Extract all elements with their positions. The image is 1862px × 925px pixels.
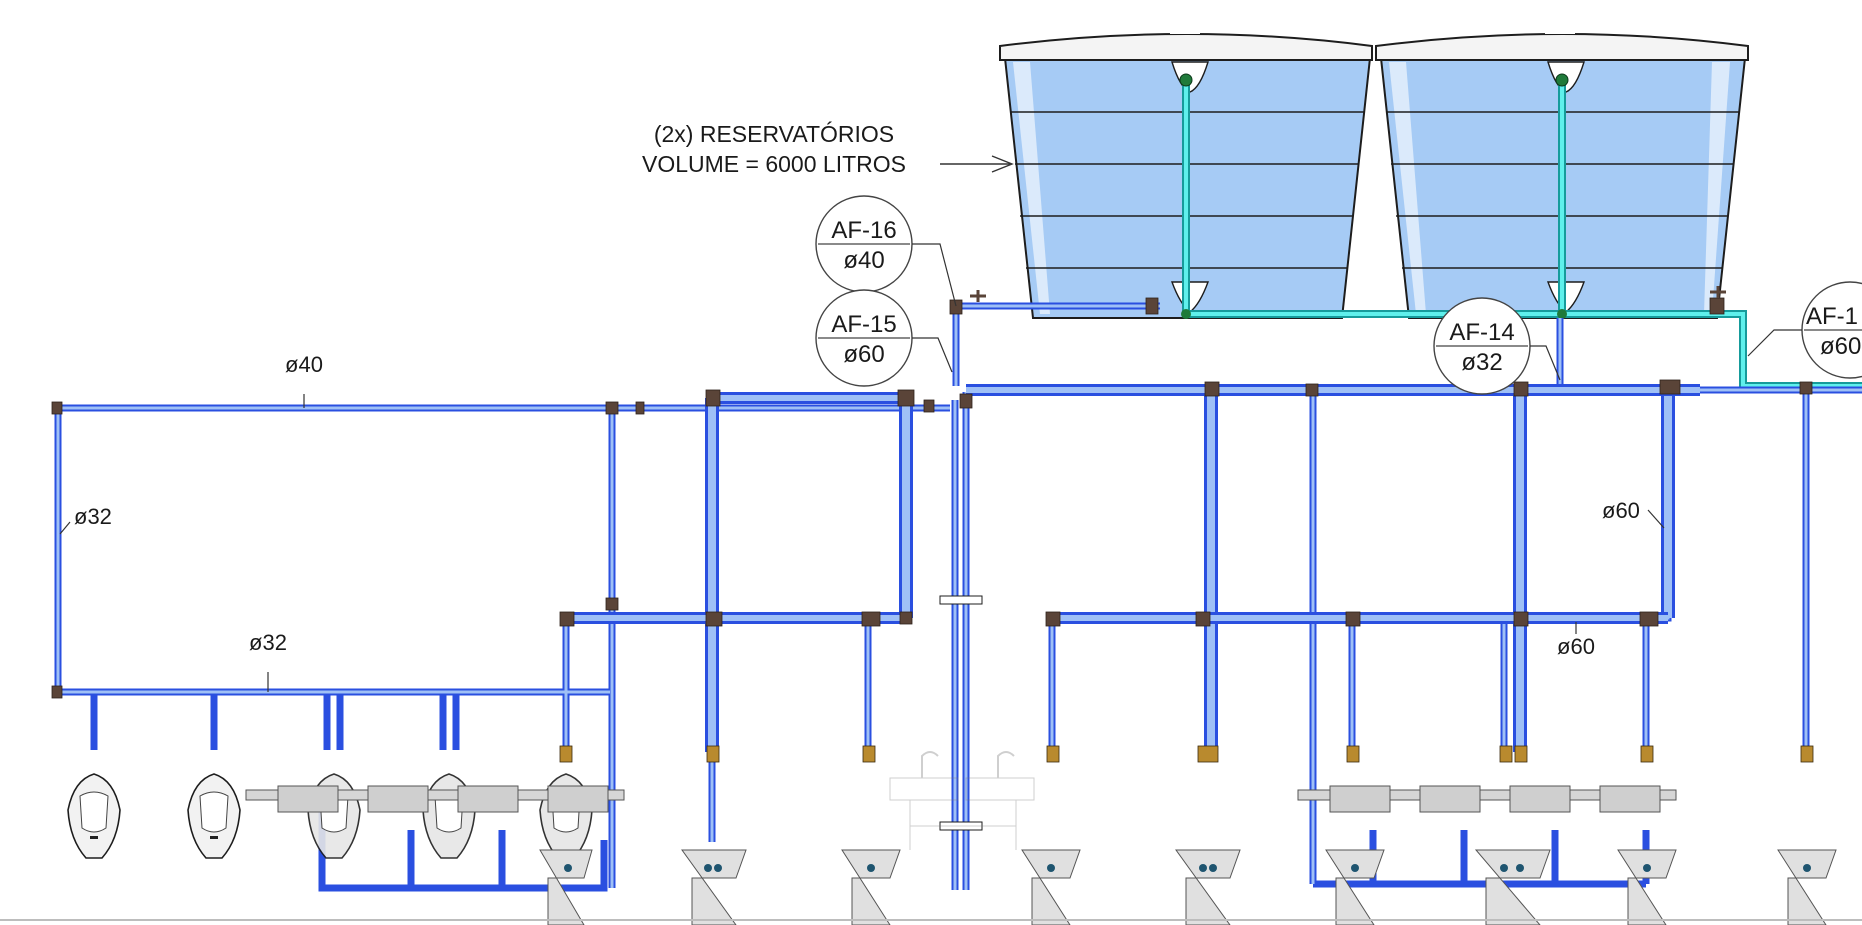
reservoir-note: (2x) RESERVATÓRIOS VOLUME = 6000 LITROS bbox=[642, 121, 1014, 177]
label-left-vertical: ø32 bbox=[74, 504, 112, 529]
toilet bbox=[1617, 849, 1677, 925]
pipe-diameter-labels: ø40 ø32 ø32 ø60 ø60 bbox=[59, 352, 1665, 692]
toilet bbox=[1325, 849, 1385, 925]
tag-id: AF-1 bbox=[1806, 303, 1858, 330]
toilet bbox=[1474, 849, 1551, 925]
urinal-1 bbox=[67, 773, 121, 859]
tag-diameter: ø32 bbox=[1461, 349, 1502, 376]
tag-id: AF-16 bbox=[831, 217, 896, 244]
toilet bbox=[539, 849, 593, 925]
sink-counter-right bbox=[1297, 785, 1677, 813]
reservoir-note-line2: VOLUME = 6000 LITROS bbox=[642, 151, 906, 177]
label-right-vertical: ø60 bbox=[1602, 498, 1640, 523]
tag-diameter: ø60 bbox=[1820, 333, 1861, 360]
tag-diameter: ø40 bbox=[843, 247, 884, 274]
pipe-tag-af-16: AF-16 ø40 bbox=[815, 195, 957, 307]
toilets bbox=[539, 849, 1837, 925]
tag-id: AF-15 bbox=[831, 311, 896, 338]
pipe-tag-af-14: AF-14 ø32 bbox=[1433, 297, 1561, 395]
tag-id: AF-14 bbox=[1449, 319, 1514, 346]
pipe-fittings bbox=[51, 286, 1814, 831]
label-urinal-branch: ø32 bbox=[249, 630, 287, 655]
pipe-tag-af-1: AF-1 ø60 bbox=[1747, 281, 1862, 379]
toilet bbox=[841, 849, 901, 925]
label-right-horizontal: ø60 bbox=[1557, 634, 1595, 659]
tag-diameter: ø60 bbox=[843, 341, 884, 368]
toilet bbox=[1777, 849, 1837, 925]
sink-counter-left bbox=[245, 785, 625, 813]
reservoir-note-line1: (2x) RESERVATÓRIOS bbox=[654, 121, 894, 147]
urinal-2 bbox=[187, 773, 241, 859]
toilet bbox=[681, 849, 747, 925]
pipe-tag-af-15: AF-15 ø60 bbox=[815, 289, 953, 387]
toilet bbox=[1175, 849, 1241, 925]
label-top-left: ø40 bbox=[285, 352, 323, 377]
lavatory-faucets-ghost bbox=[889, 751, 1035, 850]
toilet bbox=[1021, 849, 1081, 925]
